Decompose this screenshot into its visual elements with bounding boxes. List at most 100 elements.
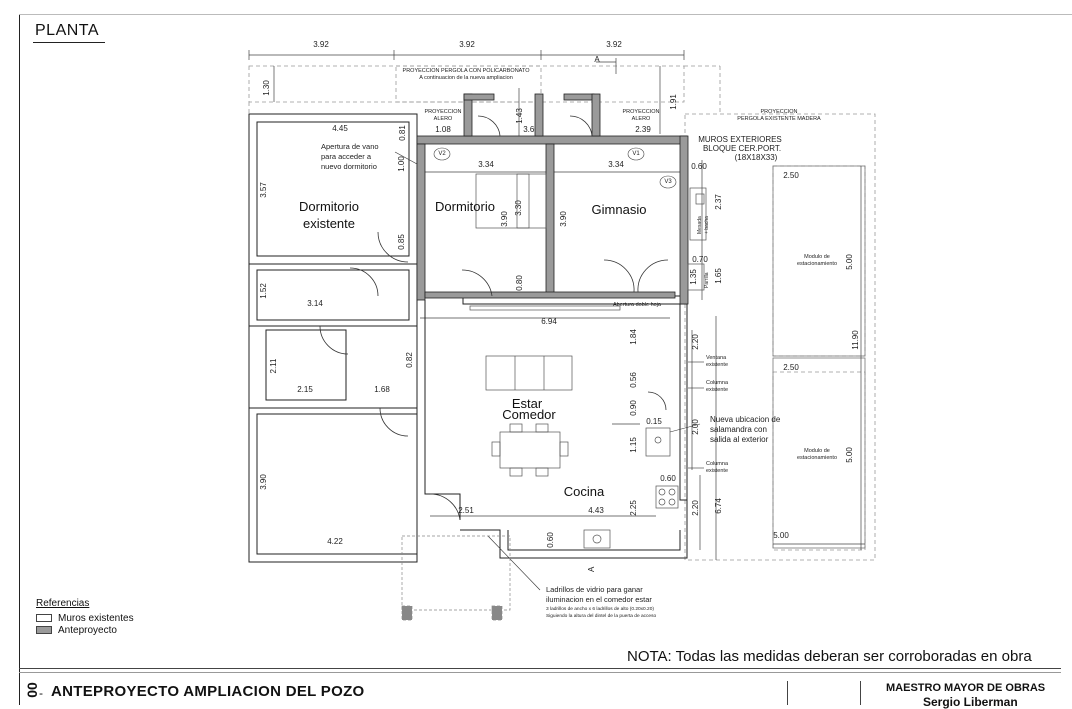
dim-191: 1.91	[669, 94, 678, 110]
dim-184: 1.84	[629, 329, 638, 345]
dim-060c: 0.60	[546, 532, 555, 548]
sheet-title: PLANTA	[35, 22, 100, 39]
reference-existing-label: Muros existentes	[58, 612, 134, 624]
note-pergola-ex-1: PROYECCION	[761, 109, 798, 115]
note-columna2-1: Columna	[706, 461, 729, 467]
title-block-dash: -	[39, 686, 43, 700]
note-modulo-1b: estacionamiento	[797, 261, 837, 267]
reference-new: Anteproyecto	[36, 624, 134, 636]
dim-220b: 2.20	[691, 500, 700, 516]
room-gimnasio: Gimnasio	[592, 202, 647, 217]
note-salamandra-3: salida al exterior	[710, 435, 769, 444]
note-muros-2: BLOQUE CER.PORT.	[703, 144, 781, 153]
existing-walls	[248, 113, 688, 563]
parking-outline	[772, 165, 866, 549]
entry-steps	[401, 535, 511, 621]
note-modulo-2b: estacionamiento	[797, 455, 837, 461]
note-muros-3: (18X18X33)	[735, 153, 778, 162]
dim-239: 2.39	[635, 125, 651, 134]
room-estar: Estar	[512, 396, 543, 411]
note-mesada-1: Mesada	[697, 216, 703, 234]
note-pergola-1: PROYECCION PERGOLA CON POLICARBONATO	[403, 68, 531, 74]
note-vano-2: para acceder a	[321, 152, 372, 161]
note-ladrillos-4: Siguiendo la altura del dintel de la pue…	[546, 613, 656, 619]
dim-056: 0.56	[629, 372, 638, 388]
note-pergola-2: A continuacion de la nueva ampliacion	[419, 75, 513, 81]
dim-443: 4.43	[588, 506, 604, 515]
dim-220a: 2.20	[691, 334, 700, 350]
dim-674: 6.74	[714, 498, 723, 514]
dim-060a: 0.60	[691, 162, 707, 171]
note-ladrillos-3: 3 ladrillos de ancho x 6 ladrillos de al…	[546, 606, 654, 612]
dim-357: 3.57	[259, 182, 268, 198]
sheet-title-underline	[33, 42, 105, 43]
dim-250b: 2.50	[783, 363, 799, 372]
room-dormitorio: Dormitorio	[435, 199, 495, 214]
note-modulo-1a: Modulo de	[804, 254, 830, 260]
dim-211: 2.11	[269, 358, 278, 374]
note-alero-2b: ALERO	[632, 116, 651, 122]
note-abertura: Abertura doble hoja	[613, 302, 662, 308]
furniture	[469, 173, 707, 549]
dim-225: 2.25	[629, 500, 638, 516]
dim-108: 1.08	[435, 125, 451, 134]
title-block-title: ANTEPROYECTO AMPLIACION DEL POZO	[51, 683, 365, 700]
dim-200: 2.00	[691, 419, 700, 435]
note-columna1-1: Columna	[706, 380, 729, 386]
dim-694: 6.94	[541, 317, 557, 326]
title-block-line	[19, 668, 1061, 669]
dim-top-3: 3.92	[606, 40, 622, 49]
dim-390c: 3.90	[259, 474, 268, 490]
dim-070: 0.70	[692, 255, 708, 264]
dim-085: 0.85	[397, 234, 406, 250]
dim-130: 1.30	[262, 80, 271, 96]
room-dormitorio-existente-1: Dormitorio	[299, 199, 359, 214]
dim-500b: 5.00	[845, 447, 854, 463]
dim-081: 0.81	[398, 125, 407, 141]
note-ventana-2: existente	[706, 362, 728, 368]
note-vano-3: nuevo dormitorio	[321, 162, 377, 171]
dim-143: 1.43	[515, 108, 524, 124]
leader-lines	[394, 151, 704, 591]
dim-500c: 5.00	[773, 531, 789, 540]
note-columna2-2: existente	[706, 468, 728, 474]
note-vano-1: Apertura de vano	[321, 142, 379, 151]
references-title: Referencias	[36, 598, 90, 609]
sheet-border-left	[19, 14, 20, 705]
title-block-number: 00	[23, 682, 40, 698]
dim-115: 1.15	[629, 437, 638, 453]
dim-360: 3.60	[523, 125, 539, 134]
title-block-role: MAESTRO MAYOR DE OBRAS	[886, 682, 1046, 694]
dim-250a: 2.50	[783, 171, 799, 180]
new-walls	[416, 93, 689, 305]
note-alero-1b: ALERO	[434, 116, 453, 122]
dim-237: 2.37	[714, 194, 723, 210]
note-ladrillos-2: iluminacion en el comedor estar	[546, 595, 652, 604]
note-pergola-ex-2: PERGOLA EXISTENTE MADERA	[737, 116, 821, 122]
room-dormitorio-existente-2: existente	[303, 216, 355, 231]
dimension-texts: 3.92 3.92 3.92 1.30 1.91 1.43 4.45 0.81 …	[259, 40, 860, 548]
dim-135: 1.35	[689, 269, 698, 285]
dim-top-2: 3.92	[459, 40, 475, 49]
dim-251: 2.51	[458, 506, 474, 515]
note-cut-a-bottom: A	[587, 566, 596, 572]
dim-080: 0.80	[515, 275, 524, 291]
note-salamandra-2: salamandra con	[710, 425, 767, 434]
dim-314: 3.14	[307, 299, 323, 308]
dim-390a: 3.90	[500, 211, 509, 227]
dim-168: 1.68	[374, 385, 390, 394]
dim-100: 1.00	[397, 156, 406, 172]
room-cocina: Cocina	[564, 484, 605, 499]
title-block-name: Sergio Liberman	[923, 695, 1018, 709]
dim-500a: 5.00	[845, 254, 854, 270]
plan-notes: PROYECCION PERGOLA CON POLICARBONATO A c…	[321, 55, 837, 619]
dim-165: 1.65	[714, 268, 723, 284]
swatch-new	[36, 626, 52, 634]
note-ventana-1: Ventana	[706, 355, 727, 361]
note-text: NOTA: Todas las medidas deberan ser corr…	[627, 648, 1032, 665]
note-muros-1: MUROS EXTERIORES	[698, 135, 782, 144]
dim-445: 4.45	[332, 124, 348, 133]
note-modulo-2a: Modulo de	[804, 448, 830, 454]
doors	[319, 115, 669, 521]
